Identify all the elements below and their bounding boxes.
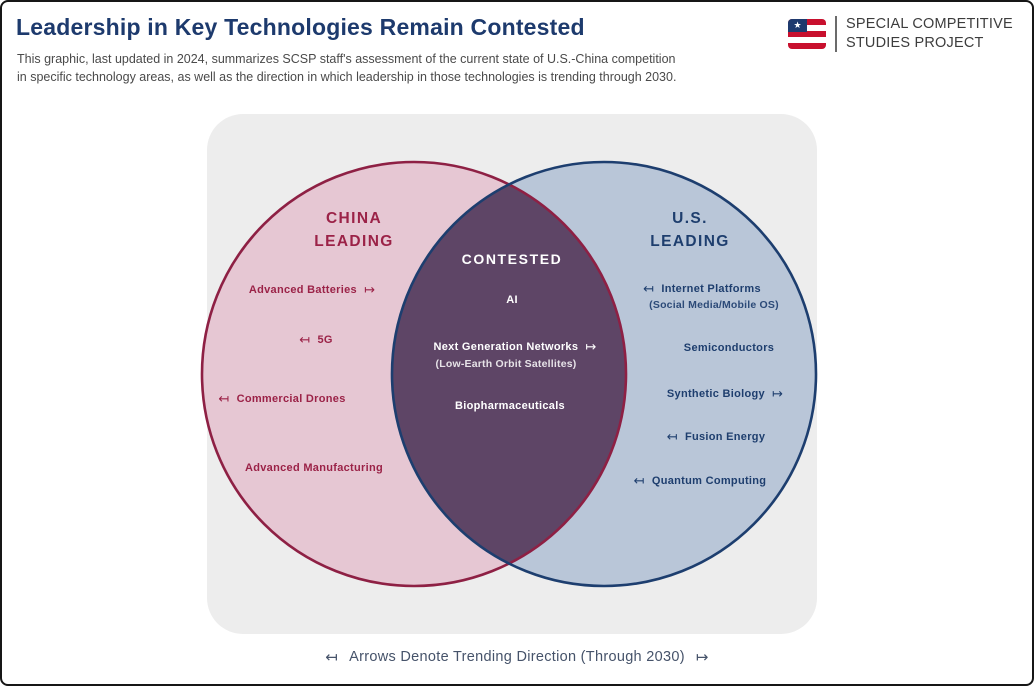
venn-item-biopharmaceuticals: Biopharmaceuticals xyxy=(455,400,565,412)
venn-item-next-generation-networks: Next Generation Networks↦ xyxy=(433,339,597,355)
logo-text: SPECIAL COMPETITIVE STUDIES PROJECT xyxy=(846,15,1013,53)
subtitle-line-1: This graphic, last updated in 2024, summ… xyxy=(17,52,676,66)
legend-arrow-left-icon: ↤ xyxy=(325,647,339,666)
legend-arrow-right-icon: ↦ xyxy=(695,647,709,666)
venn-item-semiconductors: Semiconductors xyxy=(683,342,775,354)
trend-arrow-left-icon: ↤ xyxy=(666,429,678,445)
venn-item-fusion-energy: ↤Fusion Energy xyxy=(666,429,766,445)
venn-item-advanced-manufacturing: Advanced Manufacturing xyxy=(244,462,384,474)
page-title: Leadership in Key Technologies Remain Co… xyxy=(16,14,585,40)
venn-item-advanced-batteries: Advanced Batteries↦ xyxy=(248,282,376,298)
trend-arrow-left-icon: ↤ xyxy=(633,473,645,489)
legend: ↤ Arrows Denote Trending Direction (Throu… xyxy=(2,647,1032,666)
star-icon: ★ xyxy=(788,19,807,32)
venn-item-internet-platforms: ↤Internet Platforms xyxy=(643,281,761,297)
venn-item-social-media-mobile-os-sub: (Social Media/Mobile OS) xyxy=(649,299,779,311)
venn-item-commercial-drones: ↤Commercial Drones xyxy=(218,391,346,407)
legend-text: Arrows Denote Trending Direction (Throug… xyxy=(349,649,685,665)
trend-arrow-left-icon: ↤ xyxy=(299,332,311,348)
scsp-flag-icon: ★ xyxy=(788,19,826,49)
subtitle: This graphic, last updated in 2024, summ… xyxy=(17,50,676,86)
trend-arrow-left-icon: ↤ xyxy=(643,281,655,297)
trend-arrow-right-icon: ↦ xyxy=(363,282,376,298)
logo-org-line-2: STUDIES PROJECT xyxy=(846,35,984,51)
venn-item-leo-satellites-sub: (Low-Earth Orbit Satellites) xyxy=(435,358,577,370)
venn-item-ai: AI xyxy=(506,294,518,306)
trend-arrow-right-icon: ↦ xyxy=(585,339,597,355)
trend-arrow-right-icon: ↦ xyxy=(771,386,784,402)
venn-item-5g: ↤5G xyxy=(299,332,333,348)
scsp-logo: ★ SPECIAL COMPETITIVE STUDIES PROJECT xyxy=(788,15,1013,53)
logo-org-line-1: SPECIAL COMPETITIVE xyxy=(846,16,1013,32)
trend-arrow-left-icon: ↤ xyxy=(218,391,230,407)
contested-heading: CONTESTED xyxy=(461,251,563,267)
venn-item-synthetic-biology: Synthetic Biology↦ xyxy=(666,386,784,402)
china-leading-heading: CHINA LEADING xyxy=(314,210,394,250)
logo-divider xyxy=(835,16,837,52)
us-leading-heading: U.S. LEADING xyxy=(650,210,730,250)
subtitle-line-2: in specific technology areas, as well as… xyxy=(17,70,677,84)
venn-item-quantum-computing: ↤Quantum Computing xyxy=(633,473,767,489)
venn-panel xyxy=(207,114,817,634)
